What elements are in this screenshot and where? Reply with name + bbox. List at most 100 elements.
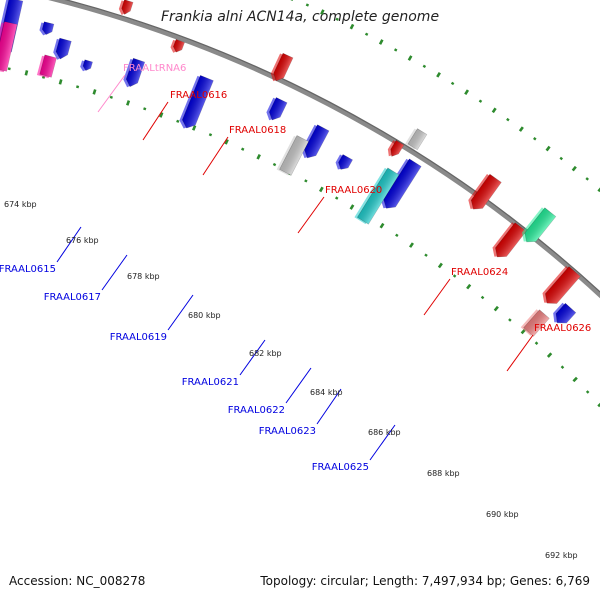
label-leader-lines: [56, 74, 534, 461]
tick-mark: [159, 112, 164, 118]
gene-highlight: [556, 303, 576, 324]
gene-label[interactable]: FRAAL0615: [0, 264, 56, 275]
tick-mark: [364, 32, 369, 36]
gene-label[interactable]: FRAAL0622: [228, 405, 285, 416]
gene-label[interactable]: FRAAL0617: [44, 292, 101, 303]
gene-feature[interactable]: [333, 153, 353, 173]
gene-highlight: [39, 54, 57, 78]
gene-label[interactable]: FRAAL0625: [312, 462, 369, 473]
gene-feature[interactable]: [518, 206, 557, 247]
label-leader-line: [423, 278, 451, 316]
tick-mark: [319, 186, 324, 193]
gene-highlight: [545, 266, 581, 304]
tick-mark: [450, 81, 455, 86]
gene-label[interactable]: FRAAL0619: [110, 332, 167, 343]
gene-feature[interactable]: [36, 54, 57, 79]
gene-feature[interactable]: [354, 167, 400, 226]
gene-highlight: [383, 158, 422, 209]
tick-mark: [304, 179, 308, 183]
gene-feature[interactable]: [539, 265, 581, 309]
gene-highlight: [56, 38, 72, 59]
gene-feature[interactable]: [38, 21, 55, 37]
gene-feature[interactable]: [385, 139, 405, 160]
gene-highlight: [279, 135, 309, 176]
gene-label[interactable]: FRAAL0623: [259, 426, 316, 437]
tick-mark: [75, 85, 80, 89]
label-leader-line: [97, 74, 126, 113]
gene-feature[interactable]: [276, 134, 309, 176]
gene-feature[interactable]: [378, 158, 422, 214]
tick-label: 692 kbp: [545, 551, 578, 560]
gene-feature[interactable]: [121, 57, 146, 90]
tick-label: 680 kbp: [188, 311, 221, 320]
gene-highlight: [471, 174, 502, 210]
tick-mark: [256, 153, 261, 160]
gene-label[interactable]: FRAALtRNA6: [123, 63, 186, 74]
gene-feature[interactable]: [489, 221, 527, 262]
tick-mark: [92, 89, 97, 95]
gene-feature[interactable]: [0, 21, 18, 73]
tick-mark: [597, 402, 600, 408]
gene-feature[interactable]: [177, 74, 214, 132]
tick-mark: [349, 23, 355, 30]
gene-feature[interactable]: [268, 52, 294, 84]
tick-label: 690 kbp: [486, 510, 519, 519]
gene-highlight: [182, 75, 214, 129]
gene-label[interactable]: FRAAL0616: [170, 90, 227, 101]
gene-feature[interactable]: [79, 59, 93, 73]
gene-feature[interactable]: [169, 38, 185, 55]
tick-mark: [424, 253, 428, 257]
gene-label[interactable]: FRAAL0618: [229, 125, 286, 136]
gene-label[interactable]: FRAAL0624: [451, 267, 508, 278]
tick-mark: [224, 139, 229, 145]
gene-label[interactable]: FRAAL0626: [534, 323, 591, 334]
tick-mark: [560, 365, 565, 369]
tick-mark: [143, 107, 147, 111]
tick-mark: [334, 196, 339, 200]
map-title: Frankia alni ACN14a, complete genome: [160, 9, 440, 25]
gene-feature[interactable]: [405, 127, 428, 151]
tick-mark: [585, 390, 590, 394]
backbone-line: [47, 0, 600, 299]
tick-label: 676 kbp: [66, 236, 99, 245]
gene-highlight: [42, 21, 54, 35]
gene-highlight: [273, 53, 293, 81]
tick-mark: [572, 376, 578, 383]
gene-highlight: [304, 124, 329, 158]
gene-highlight: [126, 58, 145, 87]
accession-text: Accession: NC_008278: [9, 574, 146, 588]
gene-highlight: [523, 309, 550, 337]
gene-feature[interactable]: [549, 302, 577, 329]
tick-mark: [491, 107, 497, 114]
tick-mark: [109, 95, 113, 99]
gene-highlight: [121, 0, 134, 15]
gene-label[interactable]: FRAAL0621: [182, 377, 239, 388]
tick-label: 688 kbp: [427, 469, 460, 478]
gene-feature[interactable]: [520, 308, 550, 337]
label-leader-line: [202, 136, 229, 176]
tick-mark: [478, 99, 483, 103]
label-leader-line: [101, 254, 128, 291]
tick-mark: [192, 125, 197, 131]
tick-mark: [597, 187, 600, 193]
gene-label[interactable]: FRAAL0620: [325, 185, 382, 196]
tick-mark: [534, 341, 539, 345]
tick-mark: [241, 147, 245, 151]
tick-mark: [58, 79, 63, 85]
inner-tick-track: [7, 67, 600, 408]
gene-feature[interactable]: [52, 37, 72, 62]
tick-mark: [305, 3, 310, 7]
tick-mark: [126, 100, 131, 106]
tick-label: 678 kbp: [127, 272, 160, 281]
tick-mark: [545, 145, 551, 152]
gene-highlight: [524, 207, 556, 242]
gene-feature[interactable]: [117, 0, 134, 17]
gene-feature[interactable]: [299, 124, 330, 163]
tick-mark: [335, 17, 339, 21]
gene-feature[interactable]: [465, 173, 502, 215]
gene-highlight: [357, 167, 399, 225]
gene-feature[interactable]: [264, 96, 288, 123]
tick-mark: [422, 64, 427, 69]
tick-label: 682 kbp: [249, 349, 282, 358]
tick-mark: [393, 48, 398, 52]
